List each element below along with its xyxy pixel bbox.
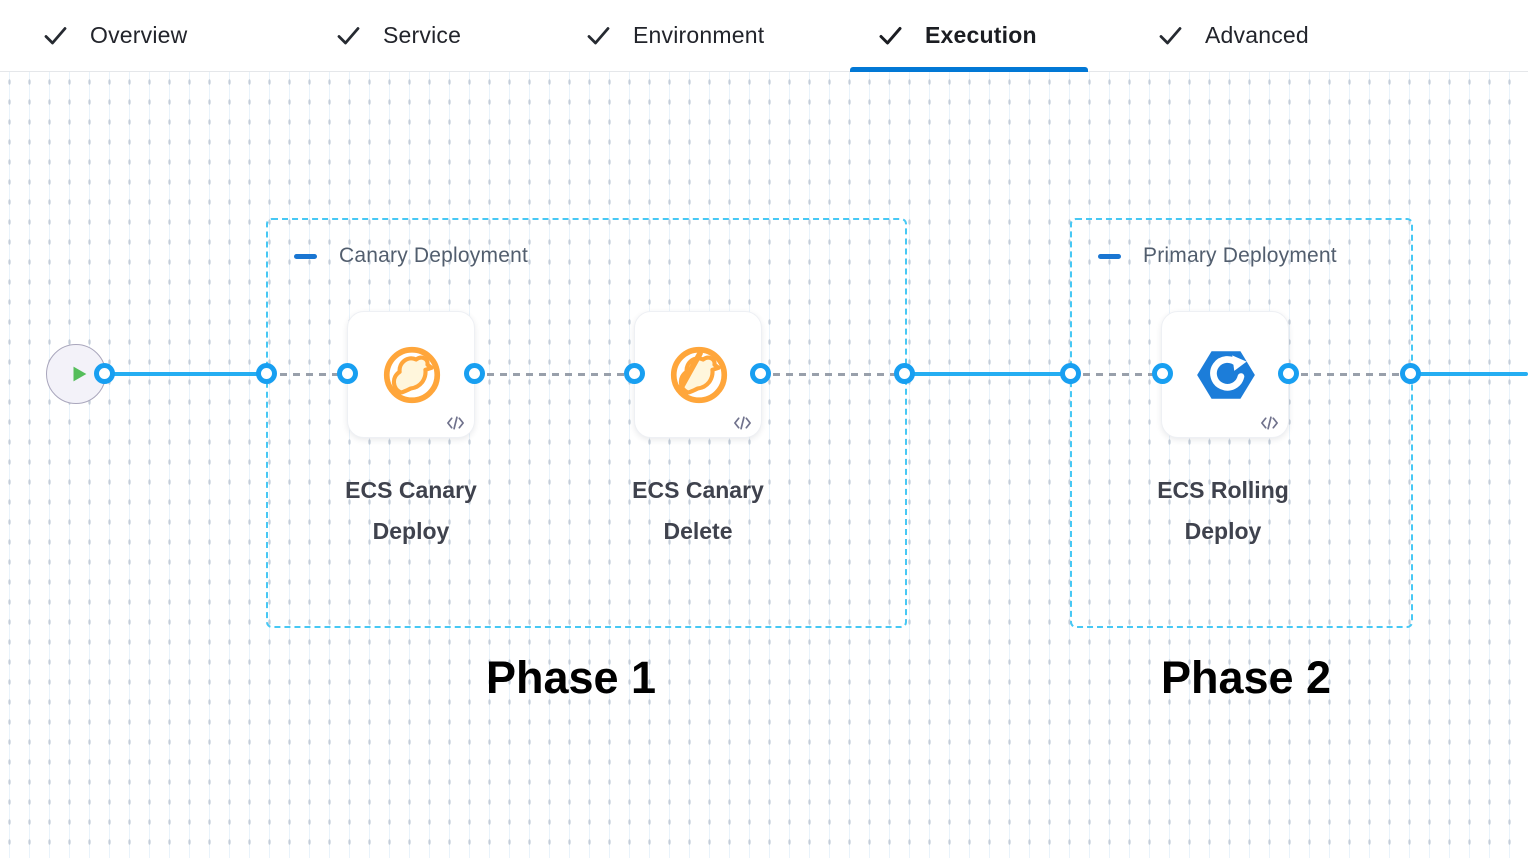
tab-label: Environment: [633, 22, 765, 48]
group-title: Primary Deployment: [1143, 244, 1337, 267]
check-icon: [44, 27, 67, 45]
step-title-ecs-canary-delete: ECS Canary Delete: [578, 470, 818, 552]
group-header: Canary Deployment: [294, 244, 528, 268]
node-connector[interactable]: [94, 363, 115, 384]
tab-overview[interactable]: Overview: [42, 0, 187, 71]
wizard-tab-bar: Overview Service Environment Execution A…: [0, 0, 1528, 72]
flow-line: [1411, 372, 1528, 376]
step-title-line: ECS Canary: [632, 477, 764, 503]
flow-line-dashed: [474, 373, 635, 376]
step-title-line: ECS Rolling: [1157, 477, 1289, 503]
step-card-ecs-rolling-deploy[interactable]: [1161, 311, 1289, 438]
node-connector[interactable]: [1278, 363, 1299, 384]
check-icon: [587, 27, 610, 45]
group-primary-deployment[interactable]: Primary Deployment: [1070, 218, 1413, 628]
code-icon: [734, 416, 751, 430]
step-title-ecs-rolling-deploy: ECS Rolling Deploy: [1103, 470, 1343, 552]
code-icon: [447, 416, 464, 430]
node-connector[interactable]: [894, 363, 915, 384]
node-connector[interactable]: [337, 363, 358, 384]
step-title-line: Deploy: [1184, 518, 1262, 544]
step-title-line: ECS Canary: [345, 477, 477, 503]
code-icon: [1261, 416, 1278, 430]
flow-line: [905, 372, 1070, 376]
canary-bird-icon: [383, 346, 441, 404]
tab-label: Service: [383, 22, 462, 48]
step-card-ecs-canary-deploy[interactable]: [347, 311, 475, 438]
tab-label: Advanced: [1205, 22, 1309, 48]
group-title: Canary Deployment: [339, 244, 528, 267]
group-header: Primary Deployment: [1098, 244, 1337, 268]
node-connector[interactable]: [256, 363, 277, 384]
flow-line-dashed: [1288, 373, 1411, 376]
node-connector[interactable]: [464, 363, 485, 384]
tab-service[interactable]: Service: [335, 0, 461, 71]
check-icon: [337, 27, 360, 45]
ecs-rolling-icon: [1197, 351, 1255, 399]
collapse-minus-icon[interactable]: [294, 253, 317, 259]
node-connector[interactable]: [1060, 363, 1081, 384]
step-title-line: Delete: [663, 518, 733, 544]
check-icon: [879, 27, 902, 45]
step-card-ecs-canary-delete[interactable]: [634, 311, 762, 438]
tab-label: Overview: [90, 22, 188, 48]
pipeline-canvas[interactable]: Canary Deployment Primary Deployment: [0, 72, 1528, 858]
step-title-ecs-canary-deploy: ECS Canary Deploy: [291, 470, 531, 552]
check-icon: [1159, 27, 1182, 45]
node-connector[interactable]: [750, 363, 771, 384]
node-connector[interactable]: [624, 363, 645, 384]
canary-bird-slash-icon: [670, 346, 728, 404]
flow-line-dashed: [1070, 373, 1162, 376]
tab-label: Execution: [925, 22, 1037, 48]
tab-environment[interactable]: Environment: [585, 0, 764, 71]
flow-line-dashed: [267, 373, 347, 376]
group-canary-deployment[interactable]: Canary Deployment: [266, 218, 907, 628]
step-title-line: Deploy: [372, 518, 450, 544]
active-tab-indicator: [850, 67, 1088, 72]
node-connector[interactable]: [1400, 363, 1421, 384]
tab-advanced[interactable]: Advanced: [1157, 0, 1309, 71]
node-connector[interactable]: [1152, 363, 1173, 384]
flow-line-dashed: [760, 373, 905, 376]
flow-line: [104, 372, 267, 376]
collapse-minus-icon[interactable]: [1098, 253, 1121, 259]
tab-execution[interactable]: Execution: [877, 0, 1037, 71]
phase-2-label: Phase 2: [1160, 652, 1332, 703]
play-icon: [73, 366, 86, 382]
phase-1-label: Phase 1: [485, 652, 657, 703]
